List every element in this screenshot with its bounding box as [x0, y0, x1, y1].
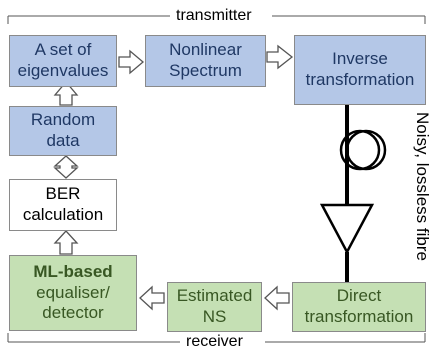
estimated-ns-line2: NS: [202, 307, 227, 326]
eigenvalues-block: A set of eigenvalues: [9, 35, 117, 87]
ml-equaliser-block: ML-based equaliser/ detector: [9, 255, 137, 331]
random-data-line2: data: [46, 131, 80, 150]
arrow-ml-to-ber: [53, 230, 79, 255]
ber-calculation-line2: calculation: [22, 205, 104, 224]
receiver-label: receiver: [183, 334, 246, 350]
amplifier-icon: [319, 203, 375, 255]
direct-transformation-block: Direct transformation: [292, 282, 426, 332]
nonlinear-spectrum-line2: Spectrum: [169, 61, 242, 80]
ml-equaliser-line2: equaliser/: [36, 282, 110, 302]
estimated-ns-line1: Estimated: [176, 286, 253, 306]
eigenvalues-line1: A set of: [34, 40, 92, 60]
ber-calculation-line1: BER: [45, 184, 81, 204]
inverse-transformation-block: Inverse transformation: [294, 35, 426, 105]
arrow-direct-to-estns: [264, 285, 290, 311]
arrow-estns-to-ml: [139, 285, 165, 311]
ber-calculation-block: BER calculation: [9, 179, 117, 231]
random-data-line1: Random: [30, 110, 96, 130]
random-data-block: Random data: [9, 106, 117, 156]
nonlinear-spectrum-line1: Nonlinear: [169, 40, 242, 60]
direct-transformation-line1: Direct: [336, 286, 382, 306]
arrow-random-to-eigen: [53, 80, 79, 106]
eigenvalues-line2: eigenvalues: [17, 61, 109, 80]
arrow-eigen-to-ns: [118, 49, 145, 75]
ml-equaliser-line3: detector: [42, 303, 104, 323]
ml-equaliser-line1: ML-based: [33, 261, 113, 281]
nonlinear-spectrum-block: Nonlinear Spectrum: [145, 35, 266, 87]
inverse-transformation-line2: transformation: [305, 70, 415, 89]
channel-label: Noisy, lossless fibre: [413, 112, 432, 261]
arrow-ns-to-inverse: [266, 44, 294, 70]
transmitter-label: transmitter: [173, 8, 255, 24]
direct-transformation-line2: transformation: [304, 307, 414, 326]
inverse-transformation-line1: Inverse: [332, 49, 388, 69]
arrow-random-ber: [53, 155, 79, 179]
estimated-ns-block: Estimated NS: [167, 282, 262, 332]
